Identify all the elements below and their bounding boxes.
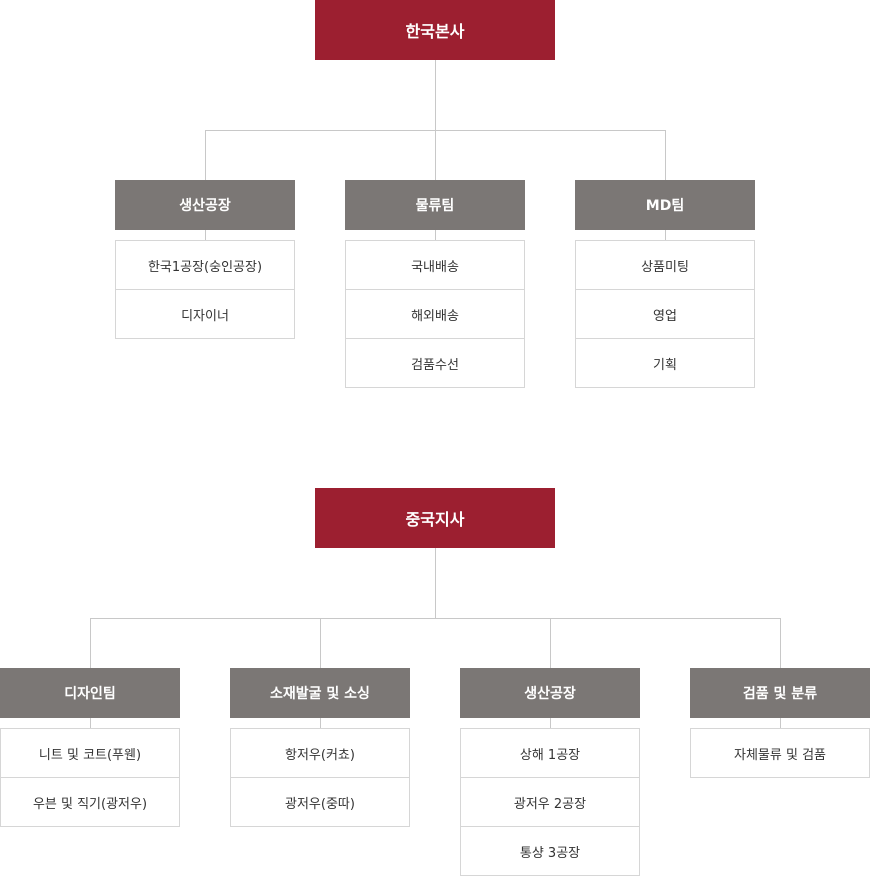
korea-dept-md: MD팀 bbox=[575, 180, 755, 230]
connector-line bbox=[435, 548, 436, 618]
china-dept-production: 생산공장 bbox=[460, 668, 640, 718]
korea-dept-logistics: 물류팀 bbox=[345, 180, 525, 230]
list-item: 해외배송 bbox=[346, 289, 524, 338]
list-item: 광저우 2공장 bbox=[461, 777, 639, 826]
connector-line bbox=[90, 618, 781, 619]
list-item: 항저우(커쵸) bbox=[285, 747, 355, 763]
china-sourcing-list: 항저우(커쵸) 광저우(중따) bbox=[230, 728, 410, 827]
list-item: 니트 및 코트(푸웬) bbox=[38, 747, 142, 763]
connector-line bbox=[320, 618, 321, 668]
connector-line bbox=[435, 230, 436, 240]
list-item: 영업 bbox=[576, 289, 754, 338]
connector-line bbox=[665, 230, 666, 240]
connector-line bbox=[90, 618, 91, 668]
list-item: 광저우(중따) bbox=[231, 777, 409, 826]
china-branch-box: 중국지사 bbox=[315, 488, 555, 548]
china-design-list: 니트 및 코트(푸웬) 우븐 및 직기(광저우) bbox=[0, 728, 180, 827]
connector-line bbox=[320, 718, 321, 728]
connector-line bbox=[665, 130, 666, 180]
china-inspection-list: 자체물류 및 검품 bbox=[690, 728, 870, 778]
connector-line bbox=[435, 60, 436, 130]
list-item: 우븐 및 직기(광저우) bbox=[1, 777, 179, 826]
connector-line bbox=[205, 130, 206, 180]
list-item: 통샹 3공장 bbox=[461, 826, 639, 875]
connector-line bbox=[780, 718, 781, 728]
connector-line bbox=[550, 718, 551, 728]
list-item: 한국1공장(숭인공장) bbox=[147, 259, 263, 275]
china-dept-sourcing: 소재발굴 및 소싱 bbox=[230, 668, 410, 718]
connector-line bbox=[90, 718, 91, 728]
korea-dept-production: 생산공장 bbox=[115, 180, 295, 230]
connector-line bbox=[205, 230, 206, 240]
connector-line bbox=[435, 130, 436, 180]
korea-md-list: 상품미팅 영업 기획 bbox=[575, 240, 755, 388]
korea-production-list: 한국1공장(숭인공장) 디자이너 bbox=[115, 240, 295, 339]
korea-hq-box: 한국본사 bbox=[315, 0, 555, 60]
list-item: 검품수선 bbox=[346, 338, 524, 387]
china-dept-design: 디자인팀 bbox=[0, 668, 180, 718]
connector-line bbox=[550, 618, 551, 668]
list-item: 상해 1공장 bbox=[519, 747, 581, 763]
connector-line bbox=[780, 618, 781, 668]
list-item: 디자이너 bbox=[116, 289, 294, 338]
list-item: 자체물류 및 검품 bbox=[734, 747, 826, 763]
china-production-list: 상해 1공장 광저우 2공장 통샹 3공장 bbox=[460, 728, 640, 876]
list-item: 상품미팅 bbox=[641, 259, 689, 275]
list-item: 국내배송 bbox=[411, 259, 459, 275]
korea-logistics-list: 국내배송 해외배송 검품수선 bbox=[345, 240, 525, 388]
china-dept-inspection: 검품 및 분류 bbox=[690, 668, 870, 718]
list-item: 기획 bbox=[576, 338, 754, 387]
